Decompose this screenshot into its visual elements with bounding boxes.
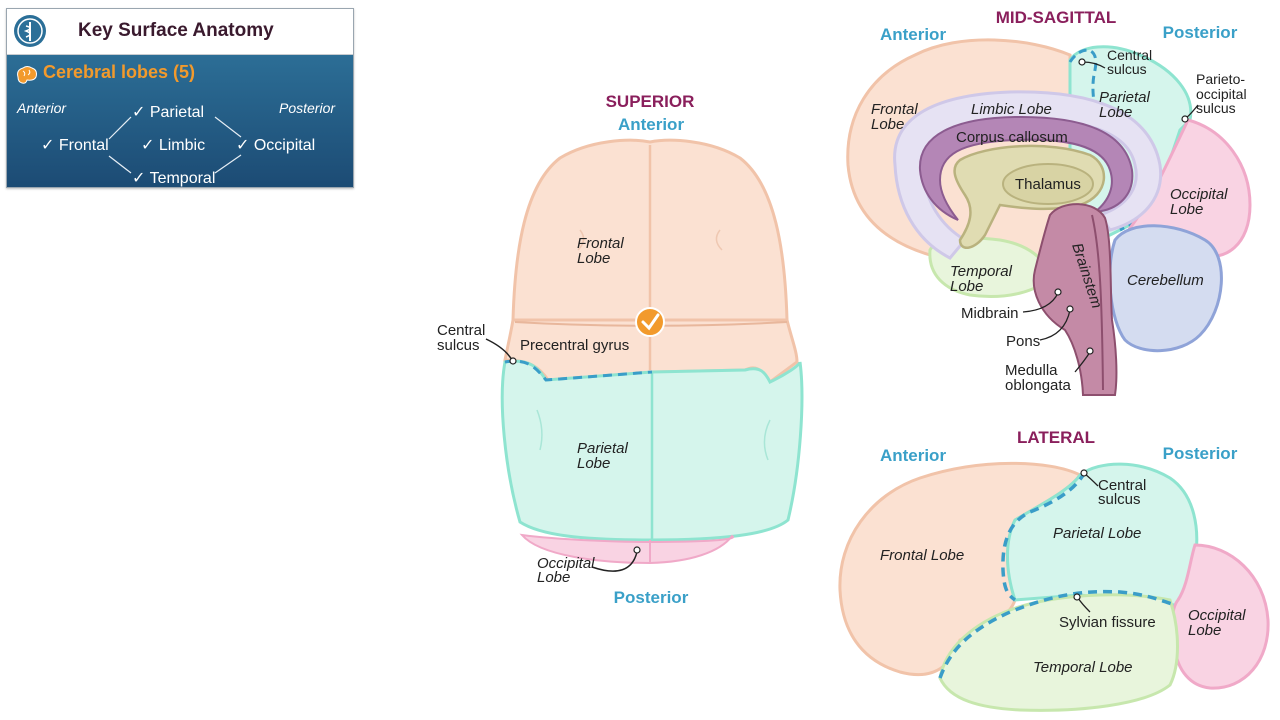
mid-central-label-1: Central <box>1107 47 1152 63</box>
superior-posterior-label: Posterior <box>614 588 689 607</box>
superior-parietal-label-2: Lobe <box>577 455 610 472</box>
superior-occipital-lobe <box>519 533 734 565</box>
lateral-occipital-label-2: Lobe <box>1188 622 1221 639</box>
cerebral-lobes-heading: Cerebral lobes (5) <box>43 62 196 82</box>
superior-precentral-label: Precentral gyrus <box>520 337 629 354</box>
superior-parietal-label-1: Parietal <box>577 440 629 457</box>
superior-title: SUPERIOR <box>606 92 695 111</box>
panel-item-occipital: ✓ Occipital <box>236 137 316 154</box>
midsagittal-anterior-label: Anterior <box>880 25 947 44</box>
superior-view <box>485 138 804 572</box>
lateral-posterior-label: Posterior <box>1163 444 1238 463</box>
check-badge-icon <box>635 307 665 337</box>
lateral-frontal-label: Frontal Lobe <box>880 547 964 564</box>
lateral-anterior-label: Anterior <box>880 446 947 465</box>
mid-occipital-label-1: Occipital <box>1170 186 1228 203</box>
mid-parieto-label-3: sulcus <box>1196 100 1236 116</box>
lateral-temporal-label: Temporal Lobe <box>1033 659 1133 676</box>
mid-limbic-lobe <box>893 90 1163 260</box>
superior-central-label-1: Central <box>437 322 485 339</box>
brain-icon <box>17 66 37 84</box>
lateral-occipital-label-1: Occipital <box>1188 607 1246 624</box>
lateral-temporal-lobe <box>938 593 1179 712</box>
mid-frontal-label-2: Lobe <box>871 116 904 133</box>
mid-corpus-callosum <box>918 115 1134 221</box>
panel-header: Key Surface Anatomy <box>7 9 353 55</box>
lateral-title: LATERAL <box>1017 428 1095 447</box>
midsagittal-posterior-label: Posterior <box>1163 23 1238 42</box>
panel-item-limbic: ✓ Limbic <box>141 137 206 154</box>
midsagittal-view <box>846 38 1252 396</box>
panel-body: Cerebral lobes (5) Anterior Posterior ✓ … <box>7 55 353 187</box>
mid-medulla-label-2: oblongata <box>1005 377 1072 394</box>
mid-pons-label: Pons <box>1006 333 1040 350</box>
mid-corpus-label: Corpus callosum <box>956 129 1068 146</box>
mid-cerebellum-label: Cerebellum <box>1127 272 1204 289</box>
panel-anterior-label: Anterior <box>17 100 67 116</box>
mid-parieto-label-2: occipital <box>1196 86 1247 102</box>
superior-frontal-label-1: Frontal <box>577 235 624 252</box>
mid-midbrain-label: Midbrain <box>961 305 1019 322</box>
lateral-view <box>838 461 1270 712</box>
mid-cerebellum <box>1108 224 1223 353</box>
mid-occipital-label-2: Lobe <box>1170 201 1203 218</box>
superior-frontal-label-2: Lobe <box>577 250 610 267</box>
mid-parietal-label-2: Lobe <box>1099 104 1132 121</box>
panel-connector-lines <box>108 116 242 174</box>
mid-central-label-2: sulcus <box>1107 61 1147 77</box>
lateral-central-label-1: Central <box>1098 477 1146 494</box>
panel-posterior-label: Posterior <box>279 100 336 116</box>
superior-occipital-label-2: Lobe <box>537 569 570 586</box>
panel-item-parietal: ✓ Parietal <box>132 104 205 121</box>
superior-central-label-2: sulcus <box>437 337 480 354</box>
lateral-parietal-label: Parietal Lobe <box>1053 525 1141 542</box>
lateral-occipital-lobe <box>1170 543 1270 690</box>
mid-temporal-label-2: Lobe <box>950 278 983 295</box>
mid-brainstem <box>1032 203 1118 396</box>
mid-parieto-label-1: Parieto- <box>1196 71 1245 87</box>
mid-parietal-label-1: Parietal <box>1099 89 1151 106</box>
mid-medulla-label-1: Medulla <box>1005 362 1058 379</box>
mid-frontal-label-1: Frontal <box>871 101 918 118</box>
mid-limbic-label: Limbic Lobe <box>971 101 1052 118</box>
key-anatomy-panel: Key Surface Anatomy Cerebral lobes (5) A… <box>6 8 354 188</box>
panel-item-temporal: ✓ Temporal <box>132 170 216 187</box>
lateral-sylvian-label: Sylvian fissure <box>1059 614 1156 631</box>
lateral-central-label-2: sulcus <box>1098 491 1141 508</box>
superior-occipital-label-1: Occipital <box>537 555 595 572</box>
panel-title: Key Surface Anatomy <box>78 20 274 41</box>
panel-item-frontal: ✓ Frontal <box>41 137 109 154</box>
mid-temporal-label-1: Temporal <box>950 263 1013 280</box>
caduceus-logo-icon <box>14 15 46 47</box>
midsagittal-title: MID-SAGITTAL <box>996 8 1117 27</box>
superior-anterior-label: Anterior <box>618 115 685 134</box>
mid-thalamus-label: Thalamus <box>1015 176 1081 193</box>
